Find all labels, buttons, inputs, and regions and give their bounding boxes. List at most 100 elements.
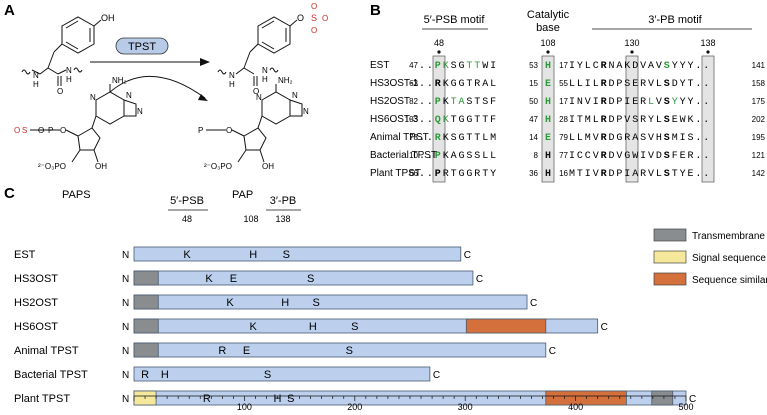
paps-sulfate-o: O: [14, 126, 20, 135]
pb-residue: E: [680, 151, 686, 162]
legend-label: Signal sequence: [692, 253, 766, 264]
c-position-48: 48: [182, 214, 192, 224]
psb-residue: T: [466, 79, 472, 90]
pb-residue: Y: [680, 61, 686, 72]
domain-row-name: EST: [14, 249, 36, 261]
carbonyl-o-left: O: [57, 87, 63, 96]
alignment-species-name: EST: [370, 60, 389, 71]
pb-residue: I: [624, 97, 630, 108]
key-residue: H: [309, 321, 317, 333]
psb-residue: T: [482, 115, 488, 126]
pap-sugar-phosphate: ²⁻O₃PO: [204, 162, 232, 171]
protein-bar: [133, 294, 528, 310]
pb-residue: L: [648, 97, 654, 108]
alignment-end: 195: [752, 133, 766, 142]
sulfo-carbonyl-o: O: [253, 87, 259, 96]
pb-residue: Y: [672, 97, 678, 108]
catalytic-base-residue: E: [545, 79, 551, 90]
pb-residue: V: [624, 115, 630, 126]
panel-a: A OH N H O N H TPST: [4, 2, 328, 201]
tpst-enzyme-pill: [115, 37, 169, 55]
pap-adenine-6ring: [261, 91, 291, 125]
key-residue: H: [249, 249, 257, 261]
amide-h-right: H: [66, 75, 72, 84]
pb-residue: R: [624, 133, 630, 144]
psb-residue: L: [490, 151, 496, 162]
psb-residue: T: [474, 61, 480, 72]
domain-row-name: Bacterial TPST: [14, 369, 88, 381]
pb-residue: I: [680, 133, 686, 144]
n-terminus-label: N: [122, 322, 129, 333]
psb-region-header: 5′-PSB: [170, 195, 204, 207]
psb-residue: .: [419, 169, 425, 180]
pb-residue: A: [632, 133, 638, 144]
pb-residue: C: [577, 151, 583, 162]
pb-residue: I: [569, 61, 575, 72]
column-box-48: [432, 55, 446, 183]
pb-residue: I: [593, 97, 599, 108]
pb-residue: L: [577, 79, 583, 90]
column-box-138: [701, 55, 715, 183]
psb-residue: .: [419, 151, 425, 162]
domain-segment-tm: [133, 342, 159, 358]
psb-residue: Q: [435, 115, 441, 126]
legend-label: Transmembrane helix: [692, 231, 767, 242]
psb-residue: K: [443, 61, 449, 72]
amide-h-left: H: [33, 80, 39, 89]
domain-row-name: Animal TPST: [14, 345, 79, 357]
pap-phosphate-p: P: [198, 126, 203, 135]
column-box-130: [625, 55, 639, 183]
legend-swatch: [653, 228, 687, 242]
pap-label: PAP: [232, 189, 253, 201]
key-residue: S: [351, 321, 358, 333]
tpst-enzyme-label: TPST: [128, 41, 156, 53]
psb-residue: F: [490, 97, 496, 108]
panel-b-letter: B: [370, 2, 381, 19]
pb-residue: E: [672, 115, 678, 126]
n-terminus-label: N: [122, 370, 129, 381]
pb-residue: V: [648, 79, 654, 90]
phenol-ring: [61, 16, 95, 54]
psb-residue: T: [474, 97, 480, 108]
sulfo-amide-h-right: H: [262, 75, 268, 84]
pb-residue: V: [656, 61, 662, 72]
paps-adenine-5ring: [123, 99, 137, 117]
alignment-species-name: Animal TPST: [370, 132, 429, 143]
pb-residue: C: [593, 61, 599, 72]
psb-residue: P: [435, 151, 441, 162]
pb-residue: T: [688, 79, 694, 90]
sulfate-o-link: O: [297, 13, 304, 23]
psb-residue: S: [451, 61, 457, 72]
pb-residue: P: [616, 169, 622, 180]
psb-residue: .: [419, 61, 425, 72]
key-residue: S: [287, 393, 294, 405]
pap-ring-n3: N: [303, 107, 309, 116]
psb-residue: K: [443, 115, 449, 126]
domain-segment-sim: [545, 390, 627, 406]
n-terminus-label: N: [122, 298, 129, 309]
pb-residue: D: [609, 133, 615, 144]
tyrosine-peptide-structure: [21, 16, 102, 86]
domain-segment-tm: [133, 294, 159, 310]
pb-residue: S: [664, 61, 670, 72]
psb-residue: G: [459, 169, 465, 180]
pb-residue: A: [648, 61, 654, 72]
alignment-species-name: HS2OST: [370, 96, 410, 107]
domain-segment-tm: [133, 318, 159, 334]
pb-residue: D: [632, 61, 638, 72]
catalytic-base-residue: H: [545, 115, 551, 126]
pb-residue: Y: [577, 61, 583, 72]
pb-residue: R: [688, 151, 694, 162]
key-residue: S: [264, 369, 271, 381]
pb-residue: K: [688, 115, 694, 126]
pb-residue: W: [632, 151, 638, 162]
psb-residue: I: [490, 61, 496, 72]
pb-residue: .: [703, 133, 709, 144]
pb-residue: T: [672, 169, 678, 180]
psb-residue: P: [435, 169, 441, 180]
position-108: 108: [540, 38, 555, 48]
catalytic-base-residue: H: [545, 61, 551, 72]
psb-residue: G: [451, 79, 457, 90]
